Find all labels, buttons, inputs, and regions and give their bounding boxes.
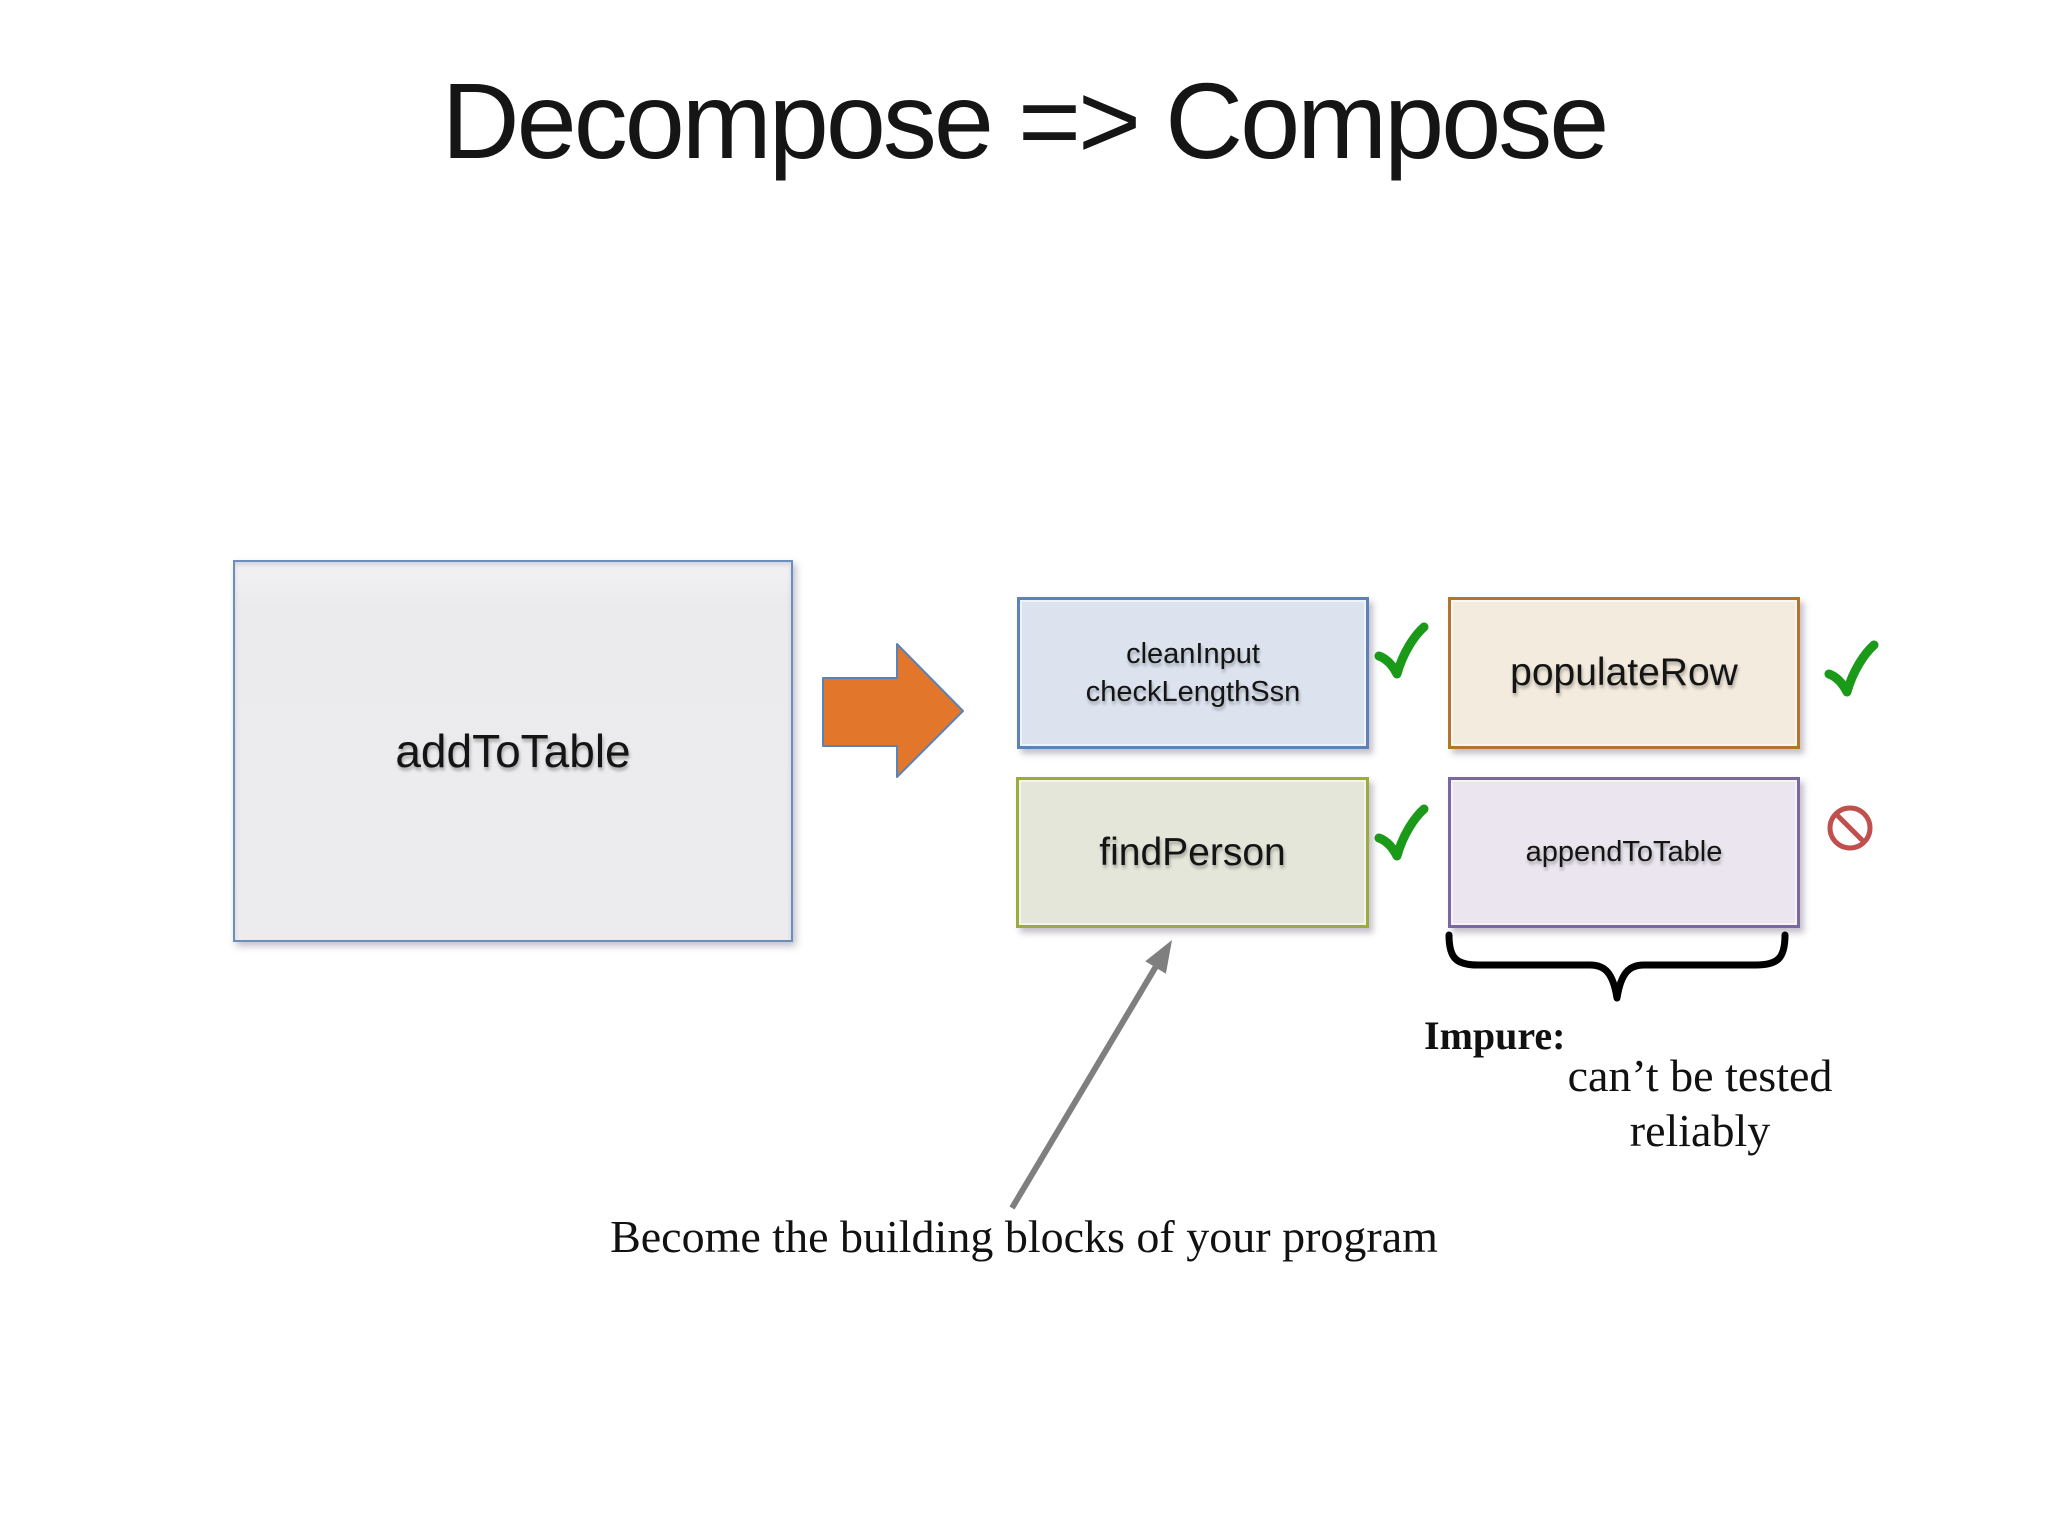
- slide-title: Decompose => Compose: [441, 60, 1610, 181]
- add-to-table-label: addToTable: [395, 724, 631, 777]
- arrow-right-icon: [822, 643, 964, 778]
- impure-note-line1: can’t be tested: [1567, 1050, 1833, 1101]
- impure-note: can’t be tested reliably: [1440, 1048, 1960, 1158]
- building-blocks-note: Become the building blocks of your progr…: [610, 1211, 1438, 1262]
- populate-row-label: populateRow: [1510, 651, 1738, 695]
- clean-input-label-line2: checkLengthSsn: [1085, 676, 1301, 708]
- clean-input-label-line1: cleanInput: [1126, 637, 1260, 670]
- underbrace-icon: [1445, 931, 1789, 1002]
- find-person-box: findPerson: [1016, 777, 1369, 928]
- append-to-table-box: appendToTable: [1448, 777, 1800, 928]
- populate-row-box: populateRow: [1448, 597, 1800, 749]
- no-symbol-icon: [1827, 805, 1873, 851]
- impure-note-line2: reliably: [1629, 1105, 1771, 1157]
- clean-input-box: cleanInput checkLengthSsn: [1017, 597, 1369, 749]
- check-icon-clean-input: [1374, 622, 1429, 679]
- impure-label: Impure:: [1424, 1013, 1566, 1058]
- find-person-label: findPerson: [1099, 830, 1286, 874]
- check-icon-find-person: [1374, 804, 1429, 861]
- arrow-right-shape: [822, 643, 964, 778]
- annotation-arrow-icon: [1009, 940, 1172, 1210]
- append-to-table-label: appendToTable: [1525, 836, 1723, 869]
- check-icon-populate-row: [1824, 640, 1879, 697]
- add-to-table-box: addToTable: [233, 560, 793, 942]
